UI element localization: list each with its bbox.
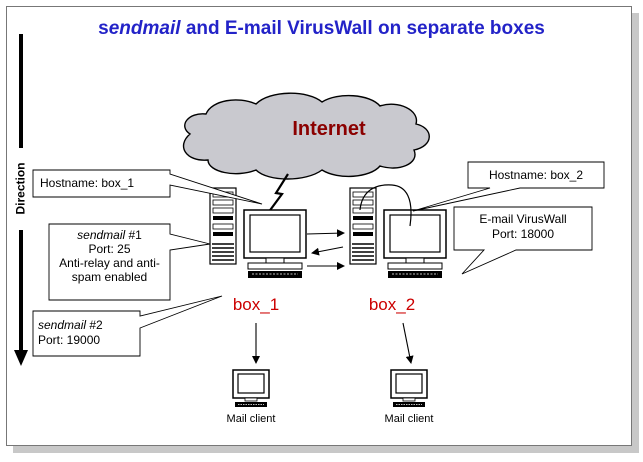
callout-viruswall: [453, 206, 593, 275]
sendmail1-name: sendmail: [77, 228, 126, 242]
box2-label: box_2: [368, 295, 416, 314]
title-prefix: s: [98, 18, 109, 39]
internet-cloud: [183, 92, 430, 180]
direction-label-bg: [14, 148, 28, 230]
mail-client-1-icon: [232, 369, 270, 408]
hostname-box2-text: Hostname: box_2: [488, 168, 584, 182]
callout-hostname-box2: [412, 161, 605, 212]
sendmail2-name: sendmail: [38, 318, 87, 332]
sendmail2-port: Port: 19000: [38, 333, 101, 347]
box1-label: box_1: [232, 295, 280, 314]
arrow-box1-to-box2-top: [306, 229, 345, 238]
box2-server: [349, 187, 447, 279]
viruswall-port: Port: 18000: [491, 227, 555, 241]
hostname-box1-text: Hostname: box_1: [40, 176, 135, 190]
mail-client-1-label: Mail client: [226, 413, 276, 425]
arrow-box2-to-client: [402, 322, 414, 364]
mail-client-2-icon: [390, 369, 428, 408]
direction-arrow-head: [14, 350, 28, 366]
title-emphasis: endmail: [108, 18, 181, 39]
callout-sendmail1: [48, 223, 211, 301]
mail-client-2-label: Mail client: [384, 413, 434, 425]
box2-loop-arc: [359, 184, 412, 227]
sendmail1-line3: Anti-relay and anti-: [59, 256, 160, 270]
callout-hostname-box1: [32, 169, 263, 205]
internet-label: Internet: [292, 118, 366, 140]
box1-server: [209, 187, 307, 279]
sendmail1-suffix: #1: [125, 228, 142, 242]
sendmail2-suffix: #2: [86, 318, 103, 332]
arrow-box2-to-box1: [311, 246, 344, 256]
sendmail1-text: sendmail #1 Port: 25 Anti-relay and anti…: [49, 228, 170, 284]
title-rest: and E-mail VirusWall on separate boxes: [180, 18, 545, 39]
direction-label: Direction: [13, 162, 28, 215]
callout-sendmail2: [32, 295, 223, 357]
viruswall-name: E-mail VirusWall: [479, 212, 567, 226]
sendmail1-line4: spam enabled: [71, 270, 148, 284]
viruswall-text: E-mail VirusWall Port: 18000: [454, 212, 592, 242]
sendmail1-port: Port: 25: [88, 242, 131, 256]
lightning-bolt-icon: [267, 173, 289, 214]
slide-title: sendmail and E-mail VirusWall on separat…: [0, 18, 643, 40]
sendmail2-text: sendmail #2 Port: 19000: [38, 318, 103, 348]
